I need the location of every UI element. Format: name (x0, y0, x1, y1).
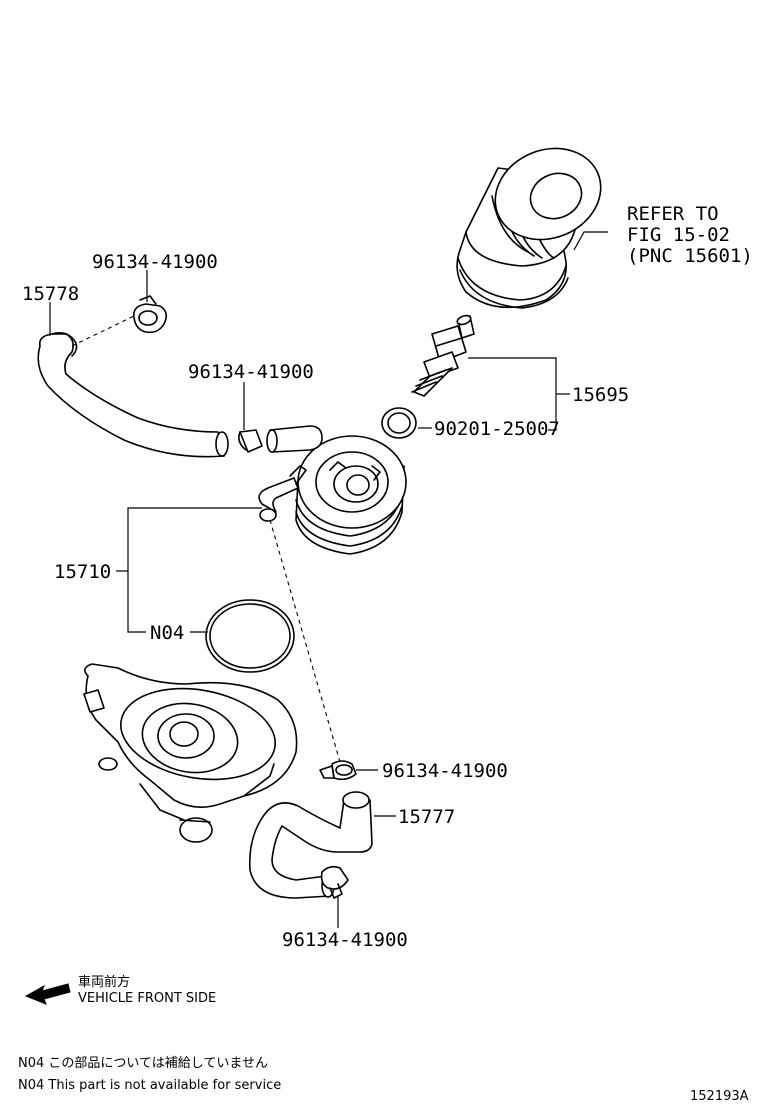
clip-label-lower-right: 96134-41900 (382, 760, 508, 782)
direction-label-en: VEHICLE FRONT SIDE (78, 991, 216, 1006)
short-hose-illustration (266, 425, 323, 453)
footnote-en: N04 This part is not available for servi… (18, 1078, 281, 1093)
figure-id: 152193A (690, 1089, 749, 1104)
oil-cooler-illustration (258, 435, 407, 555)
engine-housing-illustration (83, 663, 298, 843)
clip-label-bottom: 96134-41900 (282, 929, 408, 951)
footnote-jp: N04 この部品については補給していません (18, 1056, 268, 1071)
hose-15778-illustration (37, 332, 229, 458)
front-direction-legend: 車両前方 VEHICLE FRONT SIDE (24, 974, 216, 1006)
gasket-illustration (381, 407, 417, 439)
refer-label-line1: REFER TO (627, 203, 719, 225)
hose-15778-label: 15778 (22, 283, 79, 305)
leader-lines (49, 231, 608, 928)
direction-label-jp: 車両前方 (78, 974, 130, 990)
clip-label-top-left: 96134-41900 (92, 251, 218, 273)
oil-cooler-label: 15710 (54, 561, 111, 583)
dashed-guides (71, 315, 341, 763)
hose-15777-illustration (248, 791, 373, 899)
o-ring-label: N04 (150, 622, 184, 644)
union-bolt-label: 15695 (572, 384, 629, 406)
hose-15777-label: 15777 (398, 806, 455, 828)
clip-label-middle: 96134-41900 (188, 361, 314, 383)
middle-clip-illustration (238, 429, 263, 453)
gasket-label: 90201-25007 (434, 418, 560, 440)
union-bolt-illustration (411, 314, 475, 397)
top-clip-illustration (132, 295, 168, 334)
oil-filter-illustration (456, 147, 602, 309)
lower-right-clip-illustration (319, 760, 357, 781)
front-arrow-icon (24, 983, 71, 1005)
refer-label-line3: (PNC 15601) (627, 245, 753, 267)
o-ring-illustration (205, 599, 295, 673)
refer-label-line2: FIG 15-02 (627, 224, 730, 246)
